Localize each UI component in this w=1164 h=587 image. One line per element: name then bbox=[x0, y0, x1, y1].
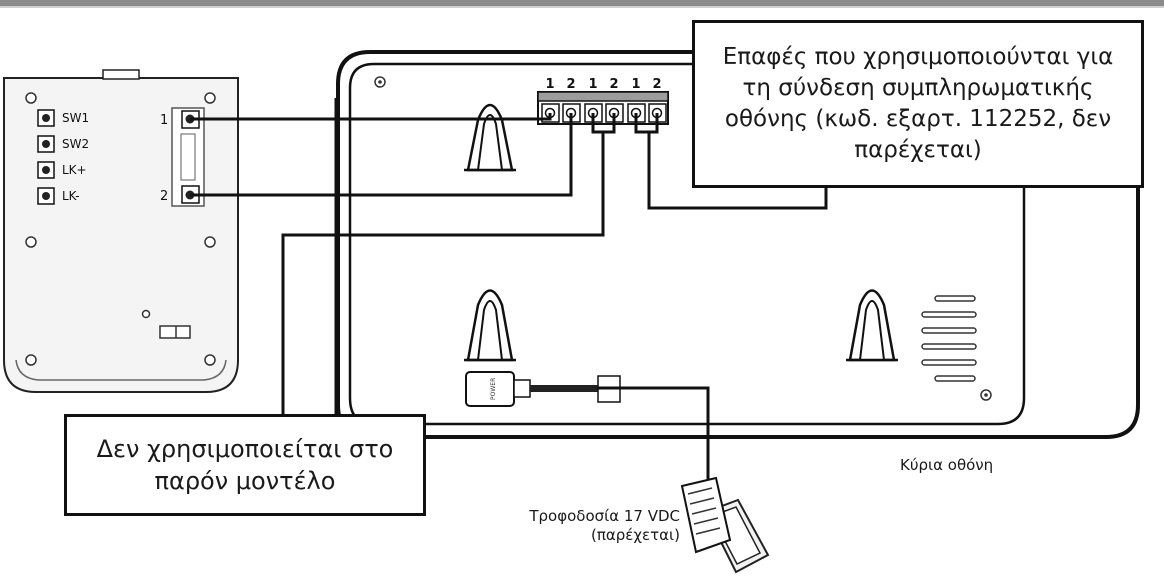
power-adapter-icon bbox=[680, 476, 770, 574]
outdoor-panel: SW1 SW2 LK+ LK- 1 2 bbox=[3, 69, 239, 393]
wire-bus-1 bbox=[190, 113, 552, 121]
label-power-supply-line1: Τροφοδοσία 17 VDC bbox=[529, 507, 680, 525]
wire-to-callout bbox=[647, 132, 828, 210]
wire-jumper-2 bbox=[634, 113, 659, 134]
adapter-body bbox=[680, 476, 732, 554]
outdoor-terminal-block bbox=[37, 109, 55, 205]
terminal-label-sw2: SW2 bbox=[62, 137, 89, 151]
callout-extra-monitor-contacts: Επαφές που χρησιμοποιούνται για τη σύνδε… bbox=[692, 20, 1144, 188]
speaker-grill bbox=[921, 295, 977, 382]
wire-power-cable bbox=[598, 386, 710, 505]
monitor-terminal-number: 1 bbox=[631, 77, 640, 92]
wire-bus-2 bbox=[190, 113, 573, 197]
top-border-shadow bbox=[0, 6, 1164, 8]
mount-hook bbox=[464, 289, 516, 362]
callout-not-used: Δεν χρησιμοποιείται στο παρόν μοντέλο bbox=[64, 414, 426, 516]
mount-hook bbox=[846, 289, 898, 362]
monitor-screws bbox=[374, 76, 992, 401]
label-power-supply: Τροφοδοσία 17 VDC (παρέχεται) bbox=[470, 507, 680, 545]
top-border bbox=[0, 0, 1164, 6]
bus-terminal-label-1: 1 bbox=[160, 113, 168, 128]
outdoor-panel-top-tab bbox=[102, 69, 140, 80]
terminal-label-lk-minus: LK- bbox=[62, 189, 80, 203]
screw-icon bbox=[25, 354, 37, 366]
monitor-terminal-block bbox=[537, 91, 669, 125]
monitor-terminal-number: 2 bbox=[609, 77, 618, 92]
screw-icon bbox=[25, 236, 37, 248]
monitor-terminal-numbers: 1 2 1 2 1 2 bbox=[545, 77, 661, 92]
screw-icon bbox=[25, 92, 37, 104]
power-connector-mark: POWER bbox=[490, 378, 497, 400]
monitor-terminal-number: 1 bbox=[588, 77, 597, 92]
monitor-terminal-number: 2 bbox=[652, 77, 661, 92]
monitor-terminal-number: 1 bbox=[545, 77, 554, 92]
terminal-label-lk-plus: LK+ bbox=[62, 163, 87, 177]
screw-icon bbox=[204, 236, 216, 248]
panel-slot bbox=[159, 325, 191, 339]
outdoor-panel-bevel bbox=[15, 359, 227, 381]
callout-extra-monitor-contacts-text: Επαφές που χρησιμοποιούνται για τη σύνδε… bbox=[722, 44, 1114, 163]
wires bbox=[190, 98, 828, 505]
panel-led bbox=[141, 309, 151, 319]
screw-icon bbox=[204, 92, 216, 104]
label-main-monitor: Κύρια οθόνη bbox=[900, 456, 994, 474]
monitor-terminal-number: 2 bbox=[566, 77, 575, 92]
callout-not-used-text: Δεν χρησιμοποιείται στο παρόν μοντέλο bbox=[96, 435, 394, 495]
wire-unused-left bbox=[281, 132, 605, 414]
bus-terminal-block bbox=[171, 107, 205, 207]
mount-hook bbox=[464, 103, 516, 172]
panel-screws bbox=[25, 92, 216, 366]
screw-icon bbox=[204, 354, 216, 366]
bus-terminal-label-2: 2 bbox=[160, 189, 168, 204]
label-power-supply-line2: (παρέχεται) bbox=[590, 526, 680, 544]
terminal-label-sw1: SW1 bbox=[62, 111, 89, 125]
